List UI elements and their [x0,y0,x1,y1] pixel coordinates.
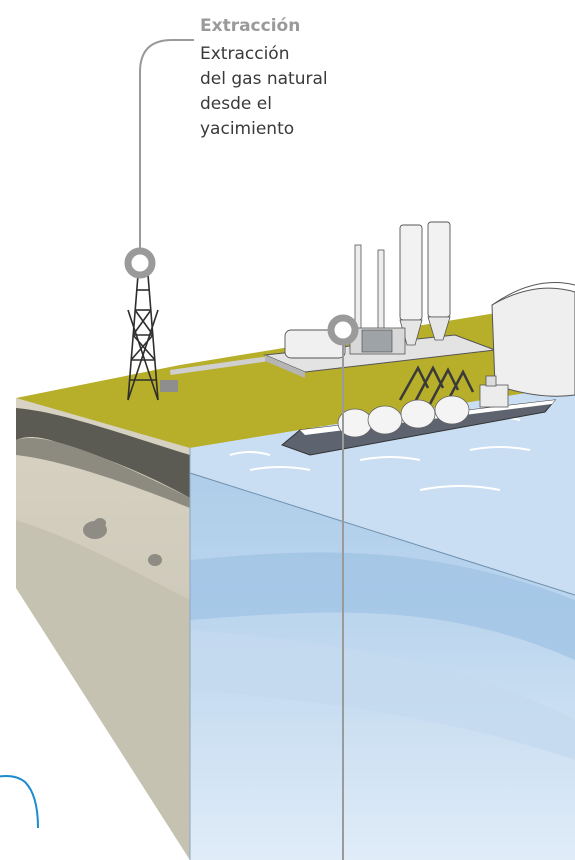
rock [148,554,162,566]
liquefaction-marker[interactable] [327,314,359,346]
dark-soil-layer [16,408,190,498]
wave-band [190,552,575,660]
sea-surface [190,385,575,595]
pipeline-block [160,380,178,392]
extraction-callout-title: Extracción [200,16,301,36]
lng-carrier-ship [281,375,557,456]
drilling-rig [127,274,159,401]
liquefaction-plant [263,221,496,378]
extraction-leader-line [139,39,194,262]
extraction-callout-description: Extracción del gas natural desde el yaci… [200,44,328,139]
lng-storage-tank [491,282,575,397]
pipeline [170,354,280,375]
sea-edge [189,472,575,596]
lower-soil [16,520,190,860]
decorative-arc [0,775,39,829]
extraction-marker[interactable] [124,247,156,279]
soil-band [16,438,190,508]
loading-arms [398,365,475,407]
wave-band [190,630,575,760]
rock [94,518,106,528]
